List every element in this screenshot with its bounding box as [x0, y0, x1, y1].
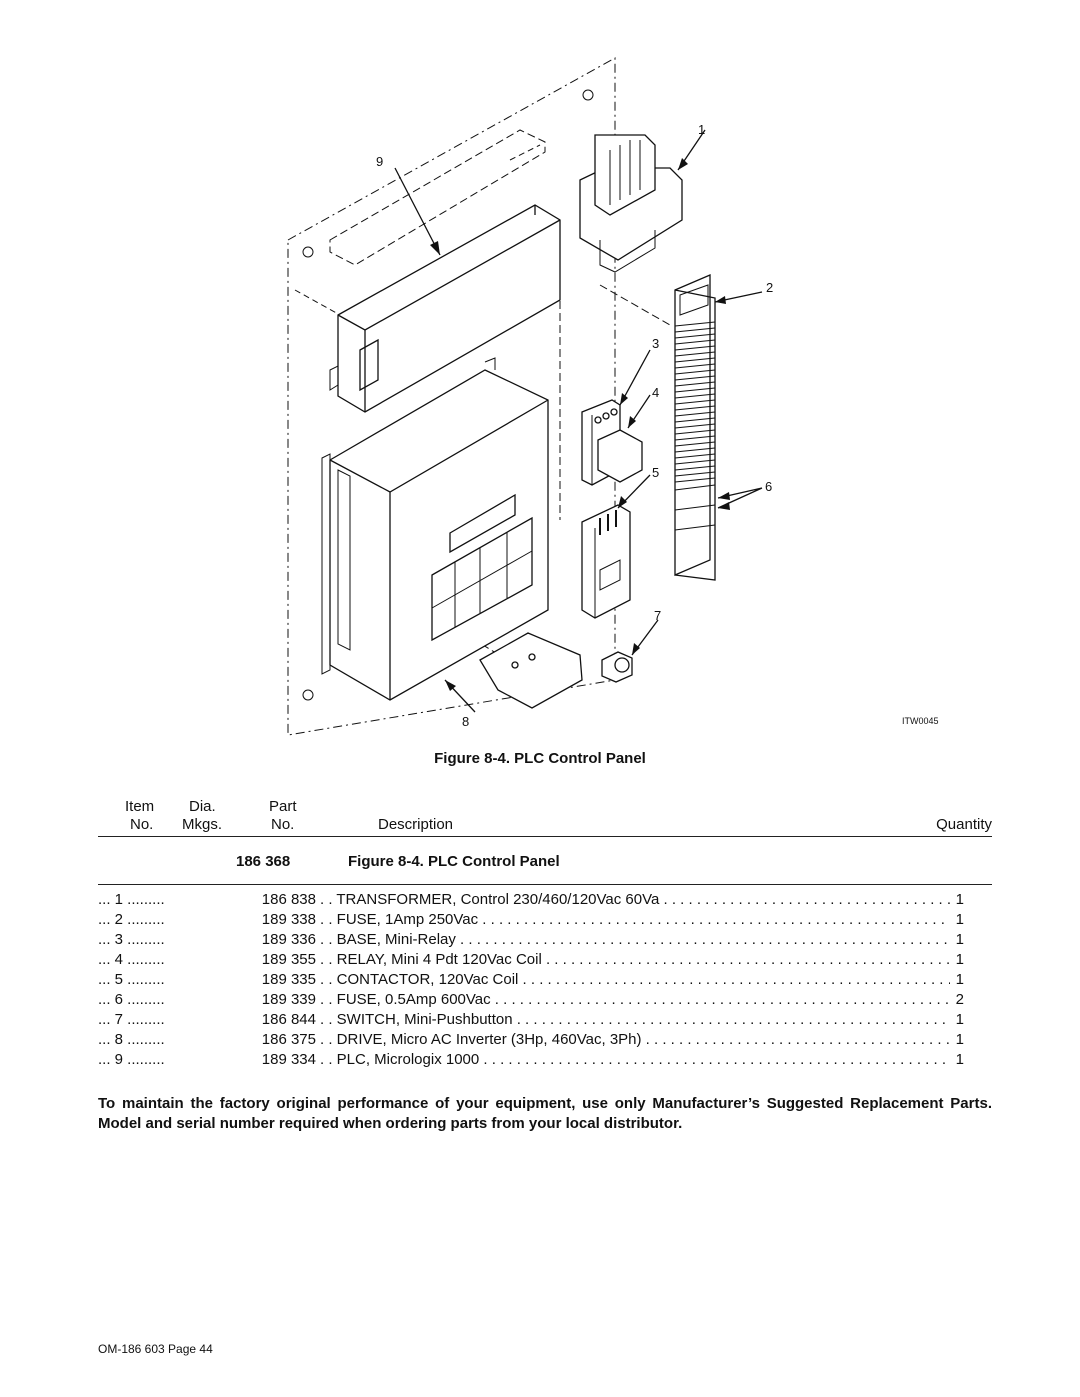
- row-item: ... 7 .........: [98, 1011, 165, 1028]
- fuse-rib: [674, 345, 716, 351]
- row-description: . . SWITCH, Mini-Pushbutton . . . . . . …: [320, 1011, 950, 1028]
- assembly-title: Figure 8-4. PLC Control Panel: [348, 853, 560, 870]
- header-dia-top: Dia.: [189, 798, 216, 815]
- fuse-rib: [674, 393, 716, 399]
- callout-4: 4: [652, 385, 659, 400]
- fuse-rib: [674, 435, 716, 441]
- table-row: ... 2 ......... 189 338. . FUSE, 1Amp 250…: [98, 910, 992, 930]
- fuse-rib: [674, 471, 716, 477]
- table-row: ... 6 ......... 189 339. . FUSE, 0.5Amp 6…: [98, 990, 992, 1010]
- row-item: ... 5 .........: [98, 971, 165, 988]
- fuse-rib: [674, 477, 716, 483]
- row-quantity: 1: [955, 1011, 964, 1028]
- row-part-number: 189 336: [261, 931, 316, 948]
- fuse-rib: [674, 387, 716, 393]
- fuse-rib: [674, 417, 716, 423]
- callout-7: 7: [654, 608, 661, 623]
- row-part-number: 189 339: [261, 991, 316, 1008]
- fuse-rib: [674, 423, 716, 429]
- callout-3: 3: [652, 336, 659, 351]
- fuse-rib: [674, 441, 716, 447]
- table-row: ... 7 ......... 186 844. . SWITCH, Mini-P…: [98, 1010, 992, 1030]
- subhead-rule: [98, 884, 992, 885]
- row-quantity: 1: [955, 931, 964, 948]
- callout-9: 9: [376, 154, 383, 169]
- row-quantity: 2: [955, 991, 964, 1008]
- fuse-rib: [674, 339, 716, 345]
- row-part-number: 189 355: [261, 951, 316, 968]
- fuse-rib: [674, 357, 716, 363]
- row-item: ... 9 .........: [98, 1051, 165, 1068]
- fuse-rib: [674, 447, 716, 453]
- row-description: . . CONTACTOR, 120Vac Coil . . . . . . .…: [320, 971, 950, 988]
- fuse-rib: [674, 351, 716, 357]
- row-description: . . BASE, Mini-Relay . . . . . . . . . .…: [320, 931, 950, 948]
- row-part-number: 189 334: [261, 1051, 316, 1068]
- header-dia-bottom: Mkgs.: [182, 816, 223, 833]
- row-item: ... 8 .........: [98, 1031, 165, 1048]
- row-part-number: 189 335: [261, 971, 316, 988]
- row-item: ... 4 .........: [98, 951, 165, 968]
- parts-note: To maintain the factory original perform…: [98, 1095, 992, 1132]
- parts-diagram: 9 1 2 3 4 5 6 7 8 ITW0045: [287, 57, 939, 736]
- figure-code: ITW0045: [902, 716, 939, 726]
- callout-2: 2: [766, 280, 773, 295]
- fuse-rib: [674, 459, 716, 465]
- page-footer: OM-186 603 Page 44: [98, 1342, 213, 1356]
- fuse-rib: [674, 381, 716, 387]
- row-quantity: 1: [955, 1051, 964, 1068]
- row-description: . . TRANSFORMER, Control 230/460/120Vac …: [320, 891, 950, 908]
- row-item: ... 3 .........: [98, 931, 165, 948]
- table-row: ... 3 ......... 189 336. . BASE, Mini-Rel…: [98, 930, 992, 950]
- figure-caption: Figure 8-4. PLC Control Panel: [434, 750, 646, 767]
- header-description: Description: [378, 816, 454, 833]
- row-quantity: 1: [955, 971, 964, 988]
- table-row: ... 5 ......... 189 335. . CONTACTOR, 120…: [98, 970, 992, 990]
- header-item-bottom: No.: [130, 816, 154, 833]
- row-part-number: 186 844: [261, 1011, 316, 1028]
- row-item: ... 1 .........: [98, 891, 165, 908]
- fuse-rib: [674, 375, 716, 381]
- table-row: ... 4 ......... 189 355. . RELAY, Mini 4 …: [98, 950, 992, 970]
- fuse-rib: [674, 411, 716, 417]
- header-item-top: Item: [125, 798, 155, 815]
- header-part-bottom: No.: [271, 816, 295, 833]
- fuse-rib: [674, 399, 716, 405]
- table-row: ... 8 ......... 186 375. . DRIVE, Micro A…: [98, 1030, 992, 1050]
- callout-6: 6: [765, 479, 772, 494]
- fuse-rib: [674, 405, 716, 411]
- row-quantity: 1: [955, 951, 964, 968]
- callout-5: 5: [652, 465, 659, 480]
- header-part-top: Part: [269, 798, 297, 815]
- fuse-rib: [674, 465, 716, 471]
- fuse-rib: [674, 363, 716, 369]
- row-description: . . FUSE, 1Amp 250Vac . . . . . . . . . …: [320, 911, 950, 928]
- fuse-rib: [674, 321, 716, 327]
- row-description: . . FUSE, 0.5Amp 600Vac . . . . . . . . …: [320, 991, 950, 1008]
- row-part-number: 186 375: [261, 1031, 316, 1048]
- row-description: . . DRIVE, Micro AC Inverter (3Hp, 460Va…: [320, 1031, 950, 1048]
- header-quantity: Quantity: [936, 816, 992, 833]
- assembly-part-number: 186 368: [236, 853, 291, 870]
- row-item: ... 2 .........: [98, 911, 165, 928]
- row-description: . . RELAY, Mini 4 Pdt 120Vac Coil . . . …: [320, 951, 950, 968]
- callout-1: 1: [698, 122, 705, 137]
- fuse-rib: [674, 429, 716, 435]
- row-description: . . PLC, Micrologix 1000 . . . . . . . .…: [320, 1051, 950, 1068]
- row-quantity: 1: [955, 1031, 964, 1048]
- table-row: ... 9 ......... 189 334. . PLC, Micrologi…: [98, 1050, 992, 1070]
- row-item: ... 6 .........: [98, 991, 165, 1008]
- row-quantity: 1: [955, 891, 964, 908]
- row-quantity: 1: [955, 911, 964, 928]
- row-part-number: 189 338: [261, 911, 316, 928]
- fuse-rib: [674, 327, 716, 333]
- fuse-rib: [674, 369, 716, 375]
- header-rule: [98, 836, 992, 837]
- row-part-number: 186 838: [261, 891, 316, 908]
- fuse-rib: [674, 453, 716, 459]
- table-row: ... 1 ......... 186 838. . TRANSFORMER, C…: [98, 890, 992, 910]
- fuse-rib: [674, 333, 716, 339]
- callout-8: 8: [462, 714, 469, 729]
